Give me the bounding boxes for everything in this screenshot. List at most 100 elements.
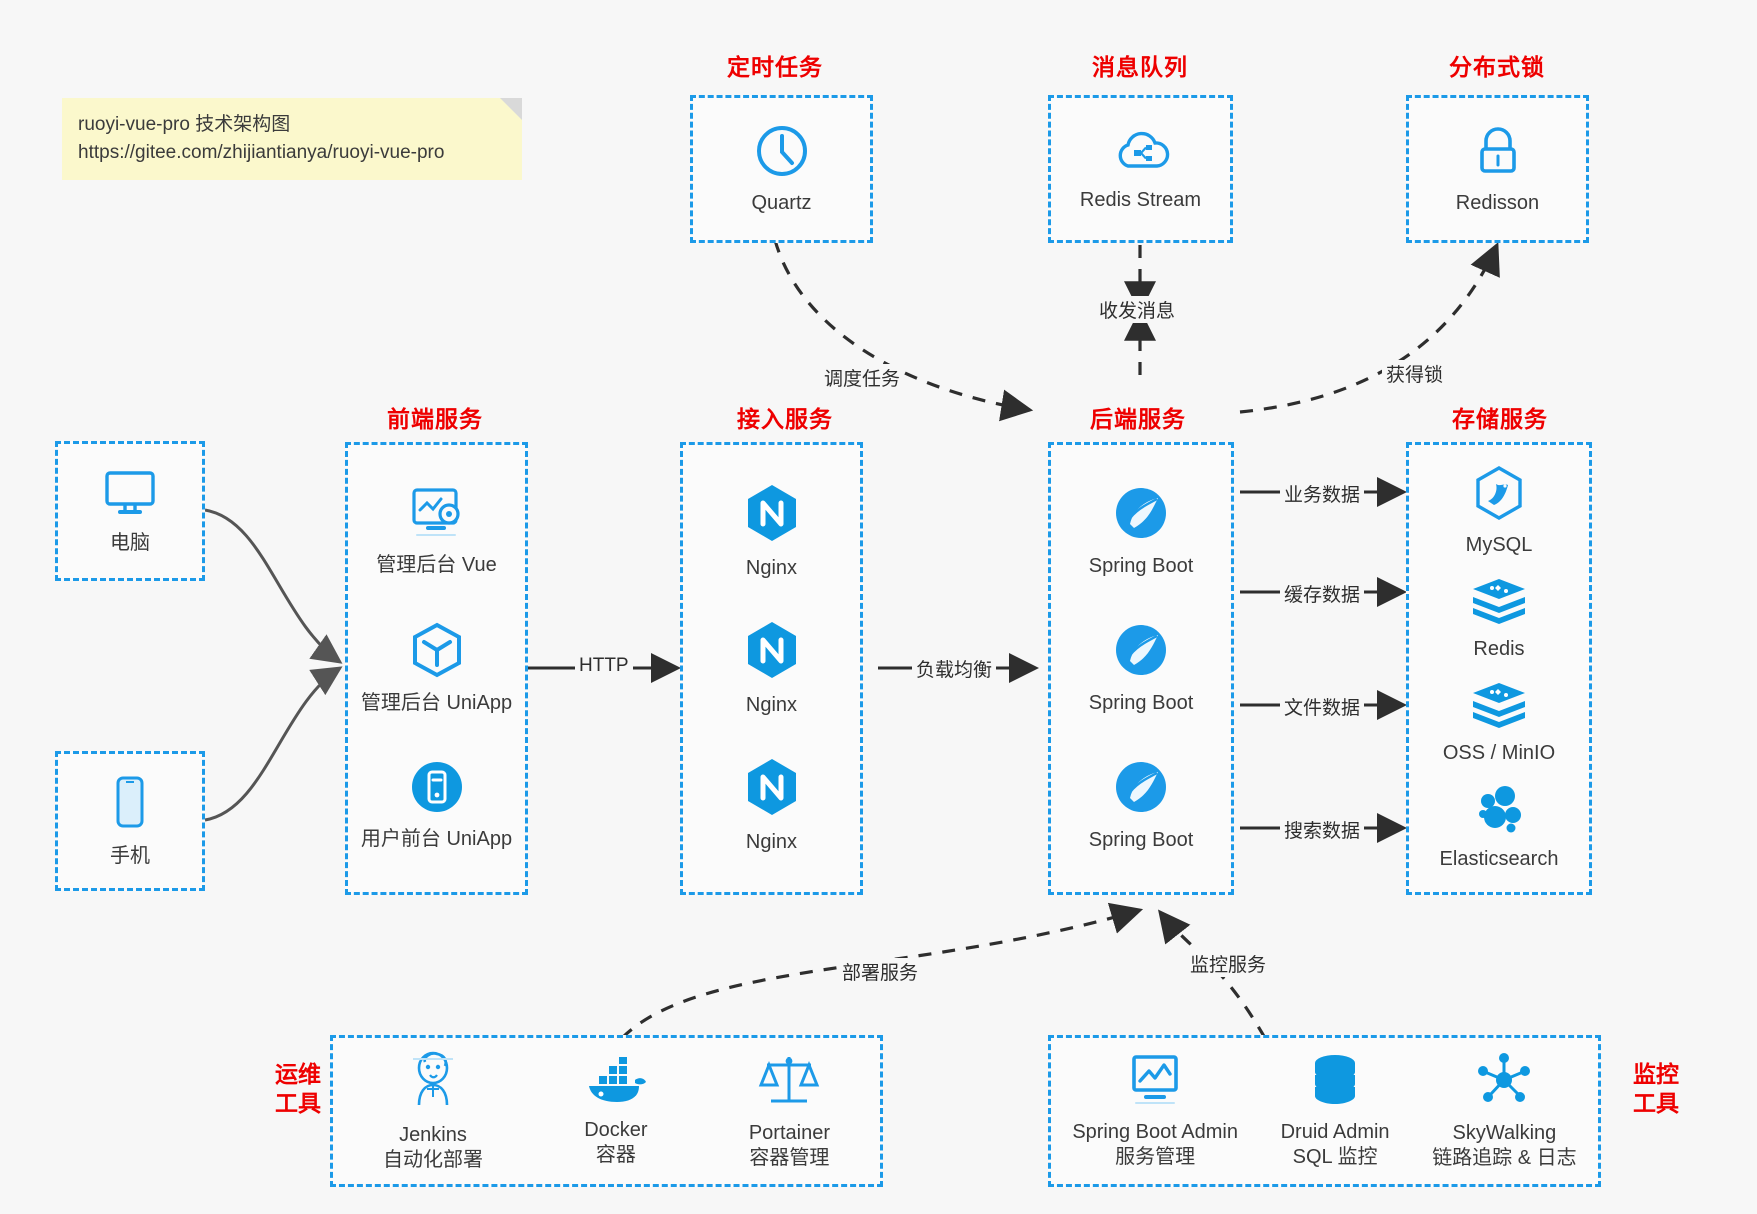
clock-icon [754,123,810,184]
backend-item-spring-boot-2[interactable]: Spring Boot [1088,621,1194,716]
group-distributed-lock[interactable]: Redisson [1406,95,1589,243]
backend-item-spring-boot-3[interactable]: Spring Boot [1088,758,1194,853]
edge-label-file-data: 文件数据 [1280,693,1365,720]
group-storage[interactable]: MySQL Redis [1406,442,1592,895]
backend-item-spring-boot-1-label: Spring Boot [1088,555,1194,577]
dashboard-gear-icon [406,485,468,546]
devops-item-jenkins-sub: 自动化部署 [382,1149,483,1171]
desktop-icon [101,467,159,524]
group-gateway[interactable]: Nginx Nginx Nginx [680,442,863,895]
skywalking-icon [1475,1051,1533,1114]
edge-label-deploy-service: 部署服务 [838,958,923,985]
group-backend[interactable]: Spring Boot Spring Boot Spring Boot [1048,442,1234,895]
edge-label-acquire-lock: 获得锁 [1382,360,1448,387]
gateway-item-nginx-1-label: Nginx [745,557,798,579]
redis-icon [1470,575,1528,630]
frontend-item-vue[interactable]: 管理后台 Vue [376,485,497,578]
group-title-storage: 存储服务 [1452,406,1548,432]
edge-label-monitor-service: 监控服务 [1186,950,1271,977]
storage-item-oss-minio[interactable]: OSS / MinIO [1443,679,1555,766]
backend-item-spring-boot-3-label: Spring Boot [1088,829,1194,851]
frontend-item-vue-label: 管理后台 Vue [376,553,497,576]
monitor-item-skywalking[interactable]: SkyWalking 链路追踪 & 日志 [1432,1051,1577,1171]
edge-label-http: HTTP [575,655,633,677]
elasticsearch-icon [1471,783,1527,840]
devops-item-portainer[interactable]: Portainer 容器管理 [749,1051,830,1171]
backend-item-spring-boot-1[interactable]: Spring Boot [1088,484,1194,579]
client-mobile[interactable]: 手机 [55,751,205,891]
mobile-icon [110,774,150,837]
group-title-frontend: 前端服务 [387,406,483,432]
group-title-scheduled-task: 定时任务 [727,54,823,80]
group-title-message-queue: 消息队列 [1092,54,1188,80]
client-desktop[interactable]: 电脑 [55,441,205,581]
storage-item-elasticsearch[interactable]: Elasticsearch [1439,783,1559,872]
devops-item-docker-label: Docker [584,1119,648,1141]
spring-boot-icon [1112,484,1170,547]
group-title-gateway: 接入服务 [737,406,833,432]
monitor-chart-icon [1124,1052,1186,1113]
nginx-icon [743,482,801,549]
group-title-devops-line2: 工具 [275,1089,321,1116]
devops-item-portainer-label: Portainer [748,1122,830,1144]
devops-item-portainer-sub: 容器管理 [749,1147,830,1169]
nginx-icon [743,619,801,686]
nginx-icon [743,756,801,823]
note-line-1: ruoyi-vue-pro 技术架构图 [78,114,291,135]
group-frontend[interactable]: 管理后台 Vue 管理后台 UniApp 用户前台 UniApp [345,442,528,895]
gateway-item-nginx-1[interactable]: Nginx [743,482,801,581]
note-sticky: ruoyi-vue-pro 技术架构图 https://gitee.com/zh… [62,98,522,181]
group-title-distributed-lock: 分布式锁 [1449,54,1545,80]
group-title-monitor-line1: 监控 [1633,1061,1679,1087]
storage-item-redis-label: Redis [1473,638,1525,661]
spring-boot-icon [1112,621,1170,684]
app-circle-icon [409,759,465,820]
storage-item-elasticsearch-label: Elasticsearch [1439,847,1559,870]
gateway-item-nginx-2-label: Nginx [745,694,798,716]
group-monitor[interactable]: Spring Boot Admin 服务管理 Druid Admin SQL 监… [1048,1035,1601,1187]
note-fold-corner [500,98,522,120]
storage-item-redis[interactable]: Redis [1470,575,1528,662]
devops-item-jenkins[interactable]: Jenkins 自动化部署 [383,1049,483,1173]
scales-icon [757,1051,821,1114]
group-scheduled-task[interactable]: Quartz [690,95,873,243]
cloud-stream-icon [1112,126,1170,181]
group-devops[interactable]: Jenkins 自动化部署 Docker 容器 [330,1035,883,1187]
frontend-item-user-uniapp-label: 用户前台 UniApp [360,828,513,851]
group-message-queue[interactable]: Redis Stream [1048,95,1233,243]
redis-icon [1470,679,1528,734]
lock-icon [1472,123,1524,184]
spring-boot-icon [1112,758,1170,821]
monitor-item-spring-boot-admin-sub: 服务管理 [1115,1146,1196,1168]
message-queue-label: Redis Stream [1079,188,1202,211]
edge-label-schedule-task: 调度任务 [820,364,905,391]
frontend-item-user-uniapp[interactable]: 用户前台 UniApp [361,759,512,852]
database-icon [1308,1052,1362,1113]
monitor-item-spring-boot-admin[interactable]: Spring Boot Admin 服务管理 [1072,1052,1238,1170]
edge-label-load-balance: 负载均衡 [912,655,997,682]
group-title-devops-line1: 运维 [275,1061,321,1087]
gateway-item-nginx-2[interactable]: Nginx [743,619,801,718]
frontend-item-admin-uniapp-label: 管理后台 UniApp [360,691,513,714]
monitor-item-spring-boot-admin-label: Spring Boot Admin [1072,1121,1238,1143]
note-line-2: https://gitee.com/zhijiantianya/ruoyi-vu… [78,141,445,163]
group-title-devops: 运维 工具 [258,1060,338,1118]
backend-item-spring-boot-2-label: Spring Boot [1088,692,1194,714]
distributed-lock-label: Redisson [1455,191,1540,214]
client-mobile-label: 手机 [110,844,150,867]
gateway-item-nginx-3-label: Nginx [745,831,798,853]
scheduled-task-label: Quartz [751,191,812,214]
storage-item-mysql-label: MySQL [1465,534,1533,557]
storage-item-mysql[interactable]: MySQL [1465,465,1533,558]
group-title-monitor: 监控 工具 [1616,1060,1696,1118]
monitor-item-druid-admin-label: Druid Admin [1280,1121,1390,1143]
docker-icon [583,1054,649,1111]
frontend-item-admin-uniapp[interactable]: 管理后台 UniApp [361,621,512,716]
gateway-item-nginx-3[interactable]: Nginx [743,756,801,855]
devops-item-docker[interactable]: Docker 容器 [583,1054,649,1168]
monitor-item-druid-admin[interactable]: Druid Admin SQL 监控 [1281,1052,1390,1170]
monitor-item-skywalking-label: SkyWalking [1452,1122,1557,1144]
group-title-backend: 后端服务 [1090,406,1186,432]
hexagon-cube-icon [409,621,465,684]
